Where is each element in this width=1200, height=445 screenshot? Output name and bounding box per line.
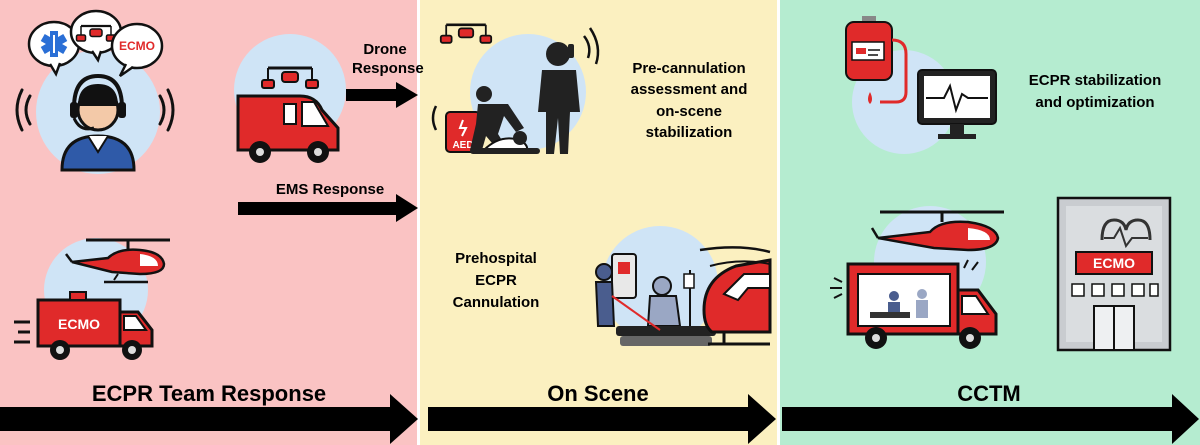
helicopter-icon — [870, 210, 1004, 252]
helicopter-nose-icon — [699, 246, 772, 346]
aed-label: AED — [452, 140, 473, 151]
drone-van-illustration — [234, 34, 346, 163]
helicopter-icon — [65, 238, 170, 284]
assessment-label: Pre-cannulation assessment and on-scene … — [630, 60, 748, 141]
drone-icon — [439, 23, 493, 44]
dispatcher-icon — [36, 50, 160, 174]
timeline-arrow-response — [0, 394, 418, 444]
timeline-arrow-scene — [428, 394, 776, 444]
cannulation-team-icon — [594, 253, 716, 346]
ambulance-icon — [830, 259, 998, 349]
cannulation-label: Prehospital ECPR Cannulation — [452, 250, 540, 312]
cpr-rescuer-icon — [470, 86, 540, 154]
ecmo-truck-icon: ECMO — [14, 291, 154, 360]
speech-bubble-star-of-life — [27, 20, 81, 77]
cannulation-illustration — [594, 226, 772, 346]
cpr-scene-illustration: AED — [431, 23, 600, 154]
phase-title-cctm: CCTM — [957, 381, 1021, 406]
stabilization-label: ECPR stabilization and optimization — [1028, 72, 1162, 111]
cctm-transport-illustration — [830, 206, 1004, 349]
van-icon — [236, 94, 340, 163]
ecmo-hospital-icon: ECMO — [1056, 196, 1172, 352]
monitoring-illustration — [845, 16, 997, 154]
timeline-arrow-cctm — [782, 394, 1199, 444]
ecg-monitor-icon — [917, 69, 997, 139]
blood-bag-icon — [845, 16, 908, 104]
ecmo-bubble-text: ECMO — [119, 39, 155, 53]
phase-title-ecpr-team-response: ECPR Team Response — [91, 381, 327, 406]
signal-waves-icon — [15, 88, 175, 132]
helicopter-truck-illustration: ECMO — [14, 238, 170, 360]
phase-title-on-scene: On Scene — [547, 381, 649, 406]
ems-response-arrow — [238, 194, 418, 222]
hospital-ecmo-sign: ECMO — [1093, 255, 1135, 271]
truck-ecmo-label: ECMO — [58, 316, 100, 332]
panel-divider — [777, 0, 780, 445]
bystander-phone-icon — [538, 27, 600, 154]
speech-bubble-ecmo: ECMO — [110, 22, 164, 78]
drone-response-arrow — [346, 82, 418, 108]
star-of-life-icon — [40, 31, 68, 57]
drone-icon — [261, 66, 319, 89]
panel-divider — [417, 0, 420, 445]
drone-response-label: Drone Response — [352, 41, 424, 78]
ems-response-label: EMS Response — [275, 181, 385, 198]
